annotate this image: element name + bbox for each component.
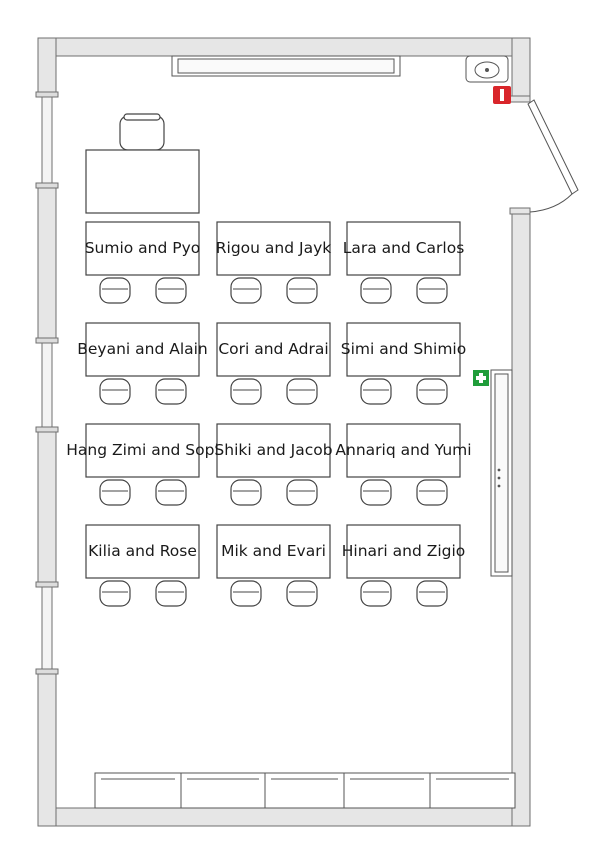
- student-chair: [360, 479, 392, 506]
- first-aid-icon: [473, 370, 489, 386]
- desk-pair: Annariq and Yumi: [335, 423, 472, 506]
- student-chair: [155, 277, 187, 304]
- left-wall-segment: [37, 37, 57, 95]
- desk-pair: Cori and Adrai: [216, 322, 331, 405]
- desk-pair: Beyani and Alain: [77, 322, 208, 405]
- side-whiteboard: [490, 369, 513, 577]
- student-desk: [85, 423, 200, 478]
- student-pair-label: Cori and Adrai: [218, 340, 328, 358]
- storage-cabinets: [94, 772, 516, 809]
- student-chair: [416, 580, 448, 607]
- right-wall-lower: [511, 213, 531, 827]
- student-chair: [286, 479, 318, 506]
- student-chair: [99, 378, 131, 405]
- desk-pair: Mik and Evari: [216, 524, 331, 607]
- desk-pair: Hang Zimi and Sopi: [66, 423, 219, 506]
- student-chair: [155, 580, 187, 607]
- student-pair-label: Hinari and Zigio: [342, 542, 466, 560]
- student-pair-label: Sumio and Pyo: [85, 239, 201, 257]
- student-pair-label: Hang Zimi and Sopi: [66, 441, 219, 459]
- window: [41, 583, 53, 673]
- student-desk: [346, 322, 461, 377]
- student-chair: [286, 580, 318, 607]
- student-desk: [216, 221, 331, 276]
- desk-pair: Sumio and Pyo: [85, 221, 201, 304]
- student-pair-label: Rigou and Jayk: [216, 239, 331, 257]
- door-jamb-bottom: [509, 207, 531, 215]
- door-jamb-top: [509, 95, 531, 103]
- student-chair: [155, 378, 187, 405]
- teacher-chair: [119, 115, 165, 151]
- student-chair: [230, 479, 262, 506]
- left-windows: [35, 91, 59, 675]
- teacher-table: [85, 149, 200, 214]
- student-chair: [360, 277, 392, 304]
- left-wall-segment: [37, 185, 57, 341]
- student-chair: [416, 277, 448, 304]
- student-chair: [360, 378, 392, 405]
- student-chair: [286, 277, 318, 304]
- desk-pair: Rigou and Jayk: [216, 221, 331, 304]
- student-desk: [346, 423, 461, 478]
- student-pair-label: Simi and Shimio: [341, 340, 466, 358]
- student-chair: [230, 580, 262, 607]
- student-desk-grid: Sumio and Pyo Rigou and Jayk Lara and Carl…: [66, 221, 472, 607]
- student-chair: [286, 378, 318, 405]
- student-desk: [85, 524, 200, 579]
- student-chair: [99, 479, 131, 506]
- student-chair: [230, 378, 262, 405]
- student-pair-label: Lara and Carlos: [343, 239, 465, 257]
- walls: [37, 37, 531, 827]
- student-chair: [99, 580, 131, 607]
- student-pair-label: Beyani and Alain: [77, 340, 208, 358]
- student-chair: [416, 479, 448, 506]
- left-wall-segment: [37, 429, 57, 585]
- student-pair-label: Mik and Evari: [221, 542, 326, 560]
- student-pair-label: Kilia and Rose: [88, 542, 197, 560]
- top-whiteboard: [171, 55, 401, 77]
- student-chair: [99, 277, 131, 304]
- student-desk: [216, 524, 331, 579]
- student-desk: [216, 423, 331, 478]
- student-pair-label: Annariq and Yumi: [335, 441, 471, 459]
- student-pair-label: Shiki and Jacob: [214, 441, 332, 459]
- desk-pair: Lara and Carlos: [343, 221, 465, 304]
- window: [41, 339, 53, 431]
- student-desk: [85, 221, 200, 276]
- top-wall: [37, 37, 531, 57]
- student-chair: [360, 580, 392, 607]
- desk-pair: Hinari and Zigio: [342, 524, 466, 607]
- door-icon: [527, 99, 579, 213]
- teacher-desk: [85, 113, 200, 214]
- student-chair: [230, 277, 262, 304]
- left-wall-segment: [37, 671, 57, 827]
- desk-pair: Shiki and Jacob: [214, 423, 333, 506]
- right-wall-upper: [511, 37, 531, 97]
- window: [41, 93, 53, 187]
- desk-pair: Kilia and Rose: [85, 524, 200, 607]
- student-desk: [216, 322, 331, 377]
- student-desk: [85, 322, 200, 377]
- fire-extinguisher-icon: [493, 86, 511, 104]
- student-desk: [346, 221, 461, 276]
- student-chair: [155, 479, 187, 506]
- sink-icon: [465, 55, 509, 83]
- bottom-wall: [37, 807, 531, 827]
- desk-pair: Simi and Shimio: [341, 322, 466, 405]
- student-desk: [346, 524, 461, 579]
- student-chair: [416, 378, 448, 405]
